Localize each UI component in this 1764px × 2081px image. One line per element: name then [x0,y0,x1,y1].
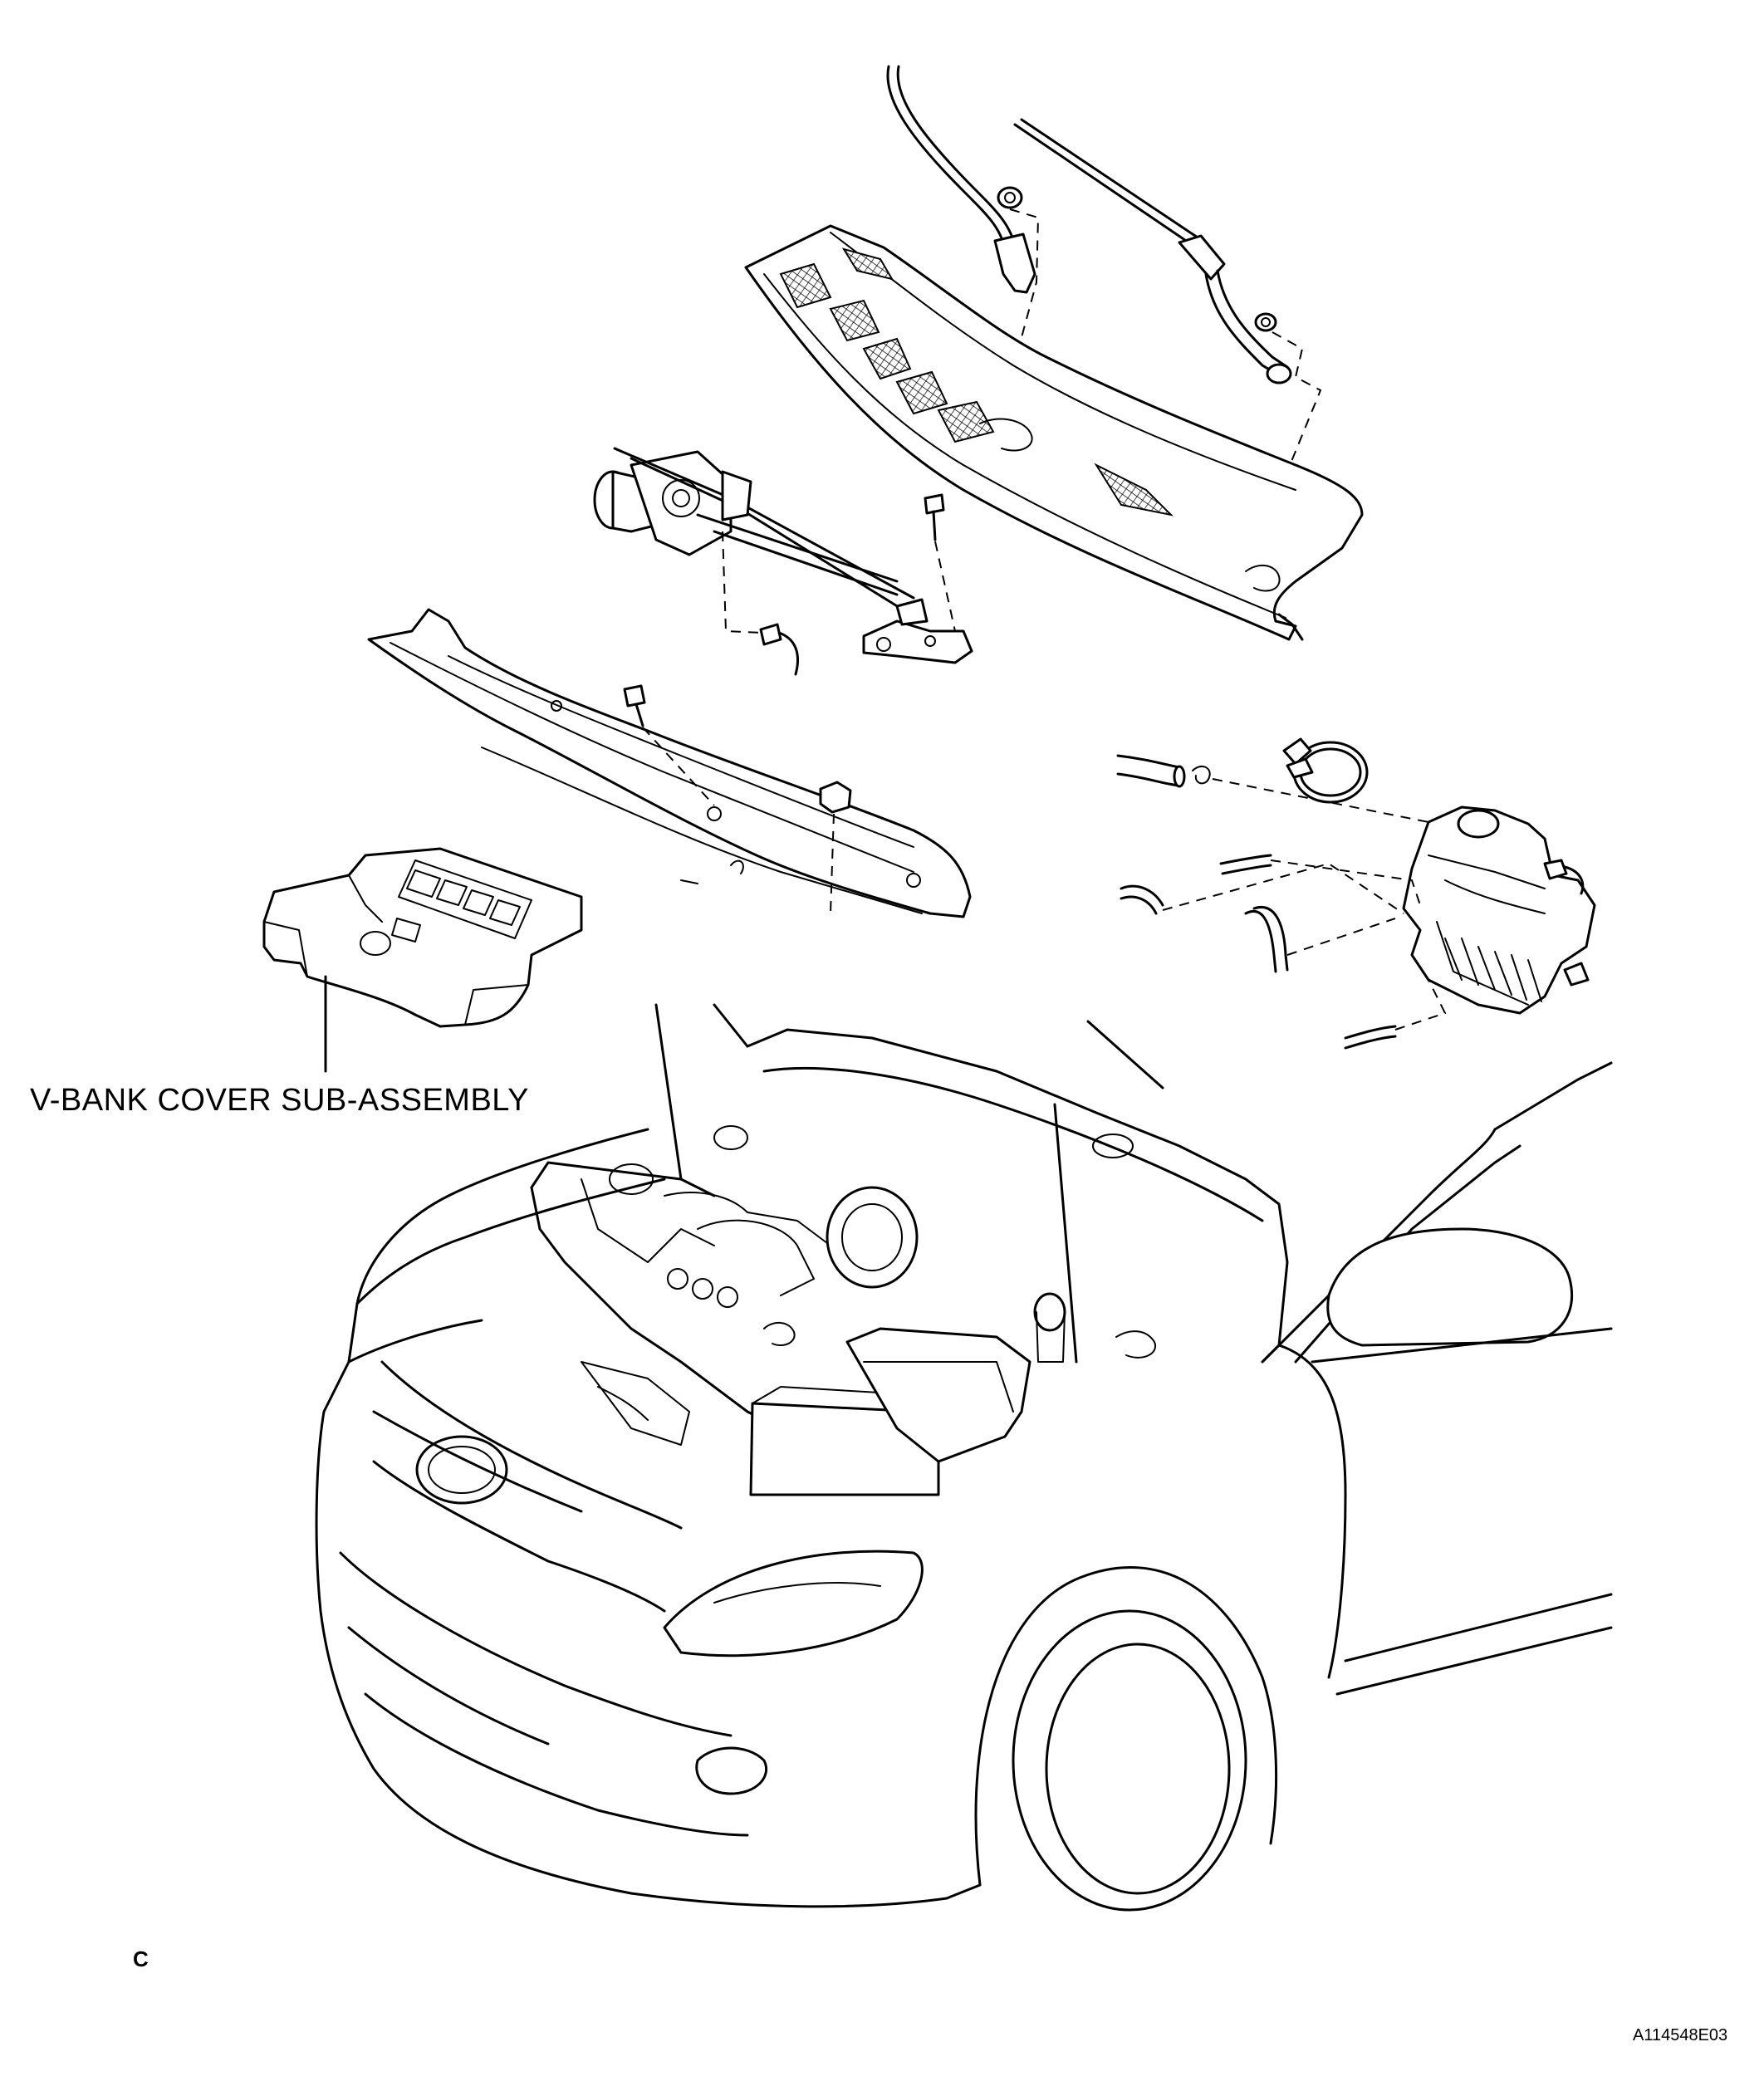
section-code-label: C [133,1946,149,1971]
v-bank-cover-sub-assembly-label: V-BANK COVER SUB-ASSEMBLY [30,1083,529,1118]
v-bank-cover-icon [262,847,583,1028]
cowl-top-panel-outer-icon [367,608,972,918]
wiper-arm-left-icon [886,65,1036,294]
figure-id-label: A114548E03 [1633,2026,1728,2044]
cowl-top-ventilator-louver-icon [744,224,1364,641]
air-cleaner-assembly-icon [1116,737,1596,1050]
wiper-arm-right-icon [1013,118,1292,384]
windshield-wiper-motor-and-link-icon [593,447,973,664]
vehicle-front-engine-bay-icon [315,1003,1613,1912]
